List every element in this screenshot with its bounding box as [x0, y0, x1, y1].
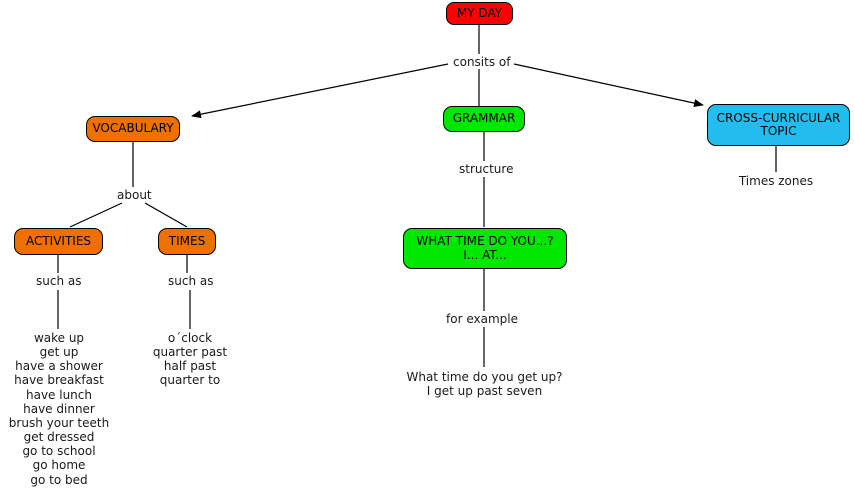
- edge-label-structure: structure: [456, 162, 517, 176]
- edge-label-consists-of: consits of: [450, 55, 514, 69]
- node-my-day[interactable]: MY DAY: [446, 2, 513, 25]
- node-times[interactable]: TIMES: [158, 228, 216, 255]
- edge-consists-to-vocabulary: [191, 63, 449, 119]
- leaf-times-zones: Times zones: [738, 174, 814, 188]
- edge-about-to-activities: [69, 202, 123, 228]
- node-activities[interactable]: ACTIVITIES: [14, 228, 103, 255]
- leaf-times-list: o´clock quarter past half past quarter t…: [152, 331, 228, 388]
- leaf-example-sentence: What time do you get up? I get up past s…: [406, 370, 563, 399]
- node-grammar-structure[interactable]: WHAT TIME DO YOU...? I... AT...: [403, 228, 567, 269]
- node-cross-curricular-topic[interactable]: CROSS-CURRICULAR TOPIC: [707, 104, 850, 146]
- node-grammar[interactable]: GRAMMAR: [443, 106, 525, 132]
- edge-label-such-as-activities: such as: [33, 274, 85, 288]
- edge-consists-to-cross-curricular: [513, 63, 704, 108]
- edge-label-about: about: [114, 188, 155, 202]
- leaf-activities-list: wake up get up have a shower have breakf…: [8, 331, 110, 487]
- edge-about-to-times: [144, 202, 188, 228]
- node-vocabulary[interactable]: VOCABULARY: [86, 116, 180, 142]
- edge-label-for-example: for example: [443, 312, 521, 326]
- edge-label-such-as-times: such as: [165, 274, 217, 288]
